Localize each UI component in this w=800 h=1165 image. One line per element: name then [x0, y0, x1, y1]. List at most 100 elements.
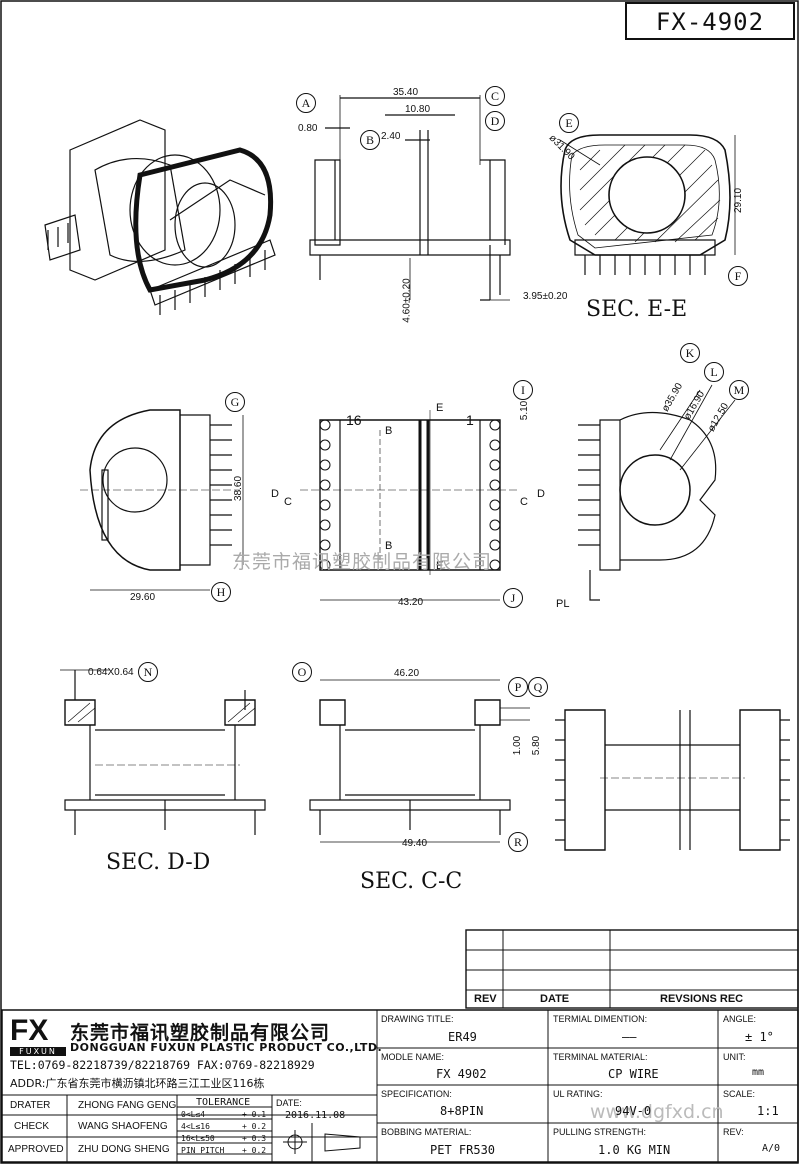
tol-val-1: + 0.1 [242, 1110, 267, 1119]
company-addr: ADDR:广东省东莞市横沥镇北环路三江工业区116栋 [10, 1077, 265, 1090]
section-mark-d-right: D [537, 488, 545, 500]
dim-43-20: 43.20 [398, 597, 424, 608]
rev-header-date: DATE [540, 993, 570, 1005]
check-name: WANG SHAOFENG [78, 1121, 168, 1132]
callout-d: D [485, 111, 505, 131]
side-view-k [578, 384, 736, 601]
bobbin-material-value: PET FR530 [430, 1143, 496, 1157]
callout-n: N [138, 662, 158, 682]
tol-range-3: 16<L≤50 [181, 1134, 215, 1143]
dim-4-60: 4.60±0.20 [401, 278, 413, 323]
callout-c: C [485, 86, 505, 106]
section-mark-c-left: C [284, 496, 292, 508]
callout-b: B [360, 130, 380, 150]
dim-35-40: 35.40 [393, 87, 419, 98]
tol-range-1: 0<L≤4 [181, 1110, 206, 1119]
tol-range-4: PIN PITCH [181, 1146, 225, 1155]
drawing-title-value: ER49 [448, 1030, 477, 1044]
dim-10-80: 10.80 [405, 104, 431, 115]
callout-i: I [513, 380, 533, 400]
callout-f: F [728, 266, 748, 286]
unit-value: mm [752, 1067, 765, 1078]
specification-value: 8+8PIN [440, 1104, 484, 1118]
logo-fx: FX [10, 1014, 49, 1047]
section-mark-d-left: D [271, 488, 279, 500]
callout-m: M [729, 380, 749, 400]
dim-29-10: 29.10 [733, 187, 745, 214]
drater-label: DRATER [10, 1100, 51, 1111]
revision-table-grid [465, 929, 799, 1009]
dim-29-60: 29.60 [130, 592, 156, 603]
section-title-d-d: SEC. D-D [106, 850, 211, 875]
tol-range-2: 4<L≤16 [181, 1122, 210, 1131]
dim-5-10: 5.10 [519, 400, 531, 421]
drawing-title-label: DRAWING TITLE: [381, 1014, 454, 1024]
section-mark-e-bottom: E [436, 560, 444, 572]
module-name-label: MODLE NAME: [381, 1052, 445, 1062]
watermark-company: 东莞市福讯塑胶制品有限公司 [232, 551, 493, 573]
callout-j: J [503, 588, 523, 608]
title-block-grid [1, 1009, 799, 1163]
tol-val-4: + 0.2 [242, 1146, 267, 1155]
top-view [300, 410, 520, 601]
callout-g: G [225, 392, 245, 412]
section-title-e-e: SEC. E-E [586, 297, 688, 322]
check-label: CHECK [14, 1121, 50, 1132]
callout-o: O [292, 662, 312, 682]
dim-49-40: 49.40 [402, 838, 428, 849]
logo-sub: FUXUN [10, 1047, 66, 1056]
angle-value: ± 1° [745, 1030, 774, 1044]
dim-3-95: 3.95±0.20 [523, 291, 568, 302]
terminal-dimention-label: TERMIAL DIMENTION: [553, 1014, 648, 1024]
rev-value: A/0 [762, 1143, 781, 1154]
callout-h: H [211, 582, 231, 602]
tol-val-3: + 0.3 [242, 1134, 267, 1143]
ul-rating-label: UL RATING: [553, 1089, 603, 1099]
section-mark-b-top: B [385, 425, 393, 437]
scale-label: SCALE: [723, 1089, 756, 1099]
section-d-d-view [60, 669, 266, 835]
dim-38-60: 38.60 [233, 475, 245, 502]
front-view [309, 95, 511, 301]
unit-label: UNIT: [723, 1052, 746, 1062]
section-mark-b-bottom: B [385, 540, 393, 552]
company-name-en: DONGGUAN FUXUN PLASTIC PRODUCT CO.,LTD. [70, 1041, 383, 1054]
terminal-material-label: TERMINAL MATERIAL: [553, 1052, 648, 1062]
isometric-view [44, 119, 276, 315]
pl-label: PL [556, 598, 570, 610]
approved-name: ZHU DONG SHENG [78, 1144, 170, 1155]
company-tel: TEL:0769-82218739/82218769 FAX:0769-8221… [10, 1058, 315, 1072]
section-mark-e-top: E [436, 402, 444, 414]
terminal-material-value: CP WIRE [608, 1067, 659, 1081]
date-value: 2016.11.08 [285, 1110, 346, 1121]
section-e-e-view [559, 134, 736, 275]
callout-p: P [508, 677, 528, 697]
scale-value: 1:1 [757, 1104, 779, 1118]
drater-name: ZHONG FANG GENG [78, 1100, 177, 1111]
callout-a: A [296, 93, 316, 113]
approved-label: APPROVED [8, 1144, 64, 1155]
pulling-strength-value: 1.0 KG MIN [598, 1143, 671, 1157]
section-c-c-view [309, 679, 530, 843]
callout-e: E [559, 113, 579, 133]
dim-0-80: 0.80 [298, 123, 318, 134]
dim-2-40: 2.40 [381, 131, 401, 142]
tol-val-2: + 0.2 [242, 1122, 267, 1131]
callout-q: Q [528, 677, 548, 697]
pulling-strength-label: PULLING STRENGTH: [553, 1127, 647, 1137]
callout-r: R [508, 832, 528, 852]
watermark-url: www.dgfxd.cn [590, 1101, 724, 1123]
dim-46-20: 46.20 [394, 668, 420, 679]
module-name-value: FX 4902 [436, 1067, 487, 1081]
section-mark-c-right: C [520, 496, 528, 508]
ul-rating-value: 94V-0 [615, 1104, 652, 1118]
company-name-cn: 东莞市福讯塑胶制品有限公司 [70, 1022, 331, 1044]
bottom-view [555, 709, 790, 851]
pin-16-label: 16 [346, 412, 362, 428]
callout-l: L [704, 362, 724, 382]
drawing-number: FX-4902 [625, 2, 795, 40]
specification-label: SPECIFICATION: [381, 1089, 452, 1099]
rev-header-rev: REV [474, 993, 497, 1005]
